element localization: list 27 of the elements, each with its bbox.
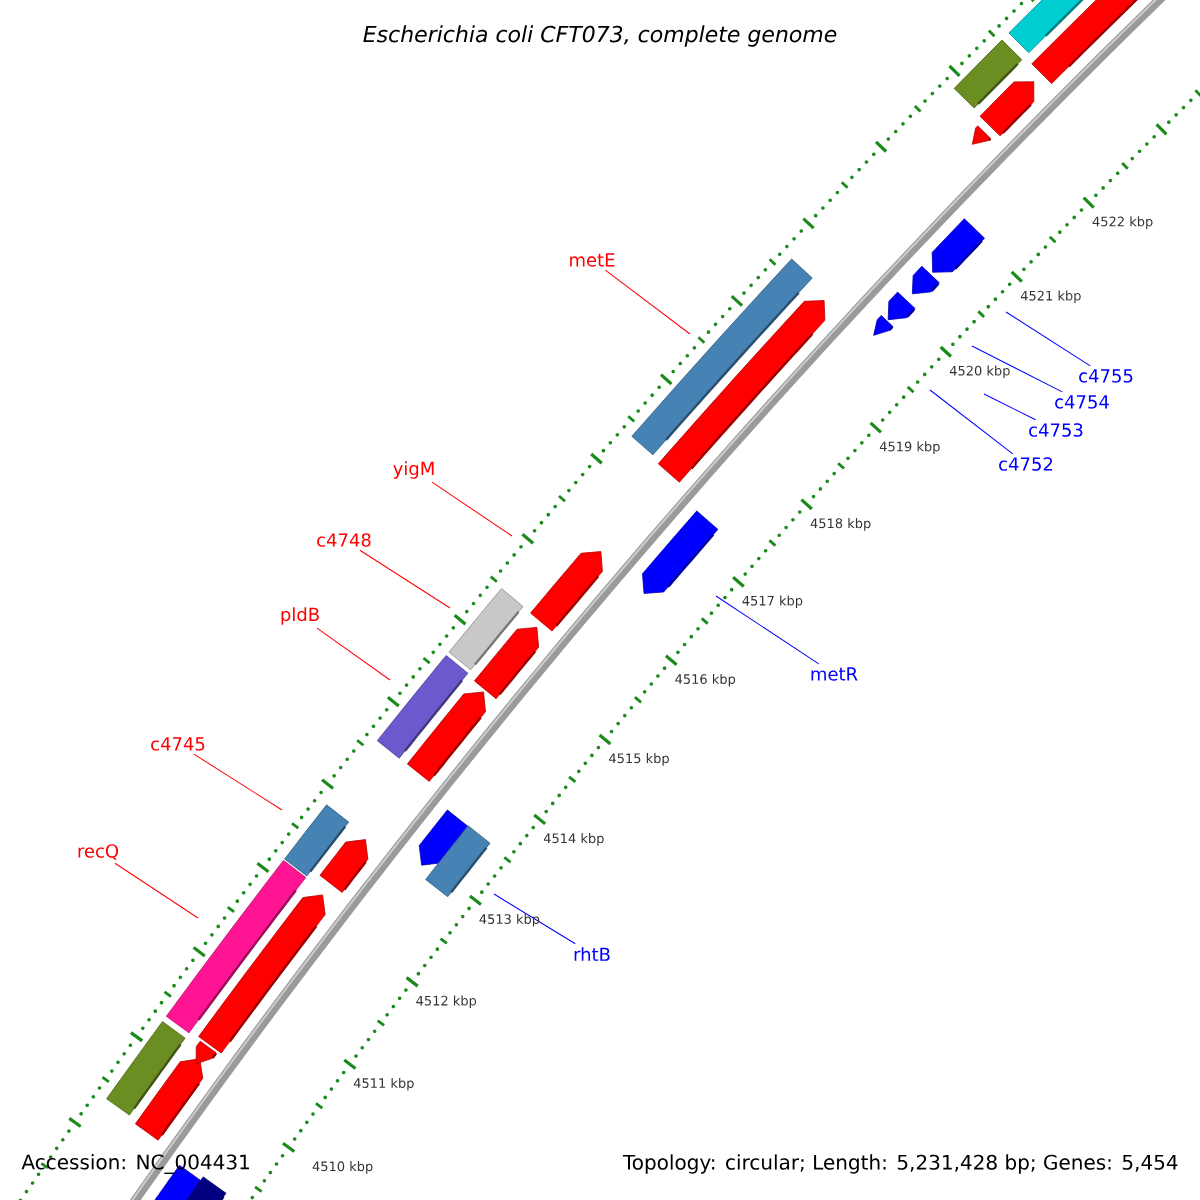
leader-line	[971, 345, 1063, 393]
gene-label: c4755	[1079, 369, 1133, 383]
gene-label: c4745	[151, 737, 205, 751]
genome-info-text: Topology: circular; Length: 5,231,428 bp; Genes: 5,454	[622, 1154, 1178, 1174]
leader-line	[359, 549, 451, 609]
gene-label: pldB	[281, 607, 319, 625]
gene-label: yigM	[393, 461, 434, 479]
gene-label: c4748	[317, 533, 371, 547]
leader-line	[431, 481, 513, 537]
gene-label: recQ	[78, 844, 119, 860]
map-title: Escherichia coli CFT073, complete genome	[363, 25, 837, 47]
leader-line	[929, 389, 1014, 455]
leader-line	[983, 393, 1037, 421]
accession-text: Accession: NC_004431	[21, 1154, 249, 1174]
gene-label: c4753	[1029, 423, 1083, 437]
leader-line	[604, 269, 691, 335]
leader-line	[1005, 311, 1091, 367]
gene-label: metR	[811, 667, 858, 681]
gene-label: c4754	[1055, 395, 1109, 409]
leader-line	[493, 893, 576, 945]
leader-line	[715, 595, 820, 665]
leader-line	[193, 753, 283, 811]
gene-label: metE	[570, 253, 615, 267]
gene-label: c4752	[999, 457, 1053, 471]
leader-line	[114, 862, 199, 919]
gene-label: rhtB	[574, 947, 610, 961]
leader-line	[316, 627, 391, 681]
